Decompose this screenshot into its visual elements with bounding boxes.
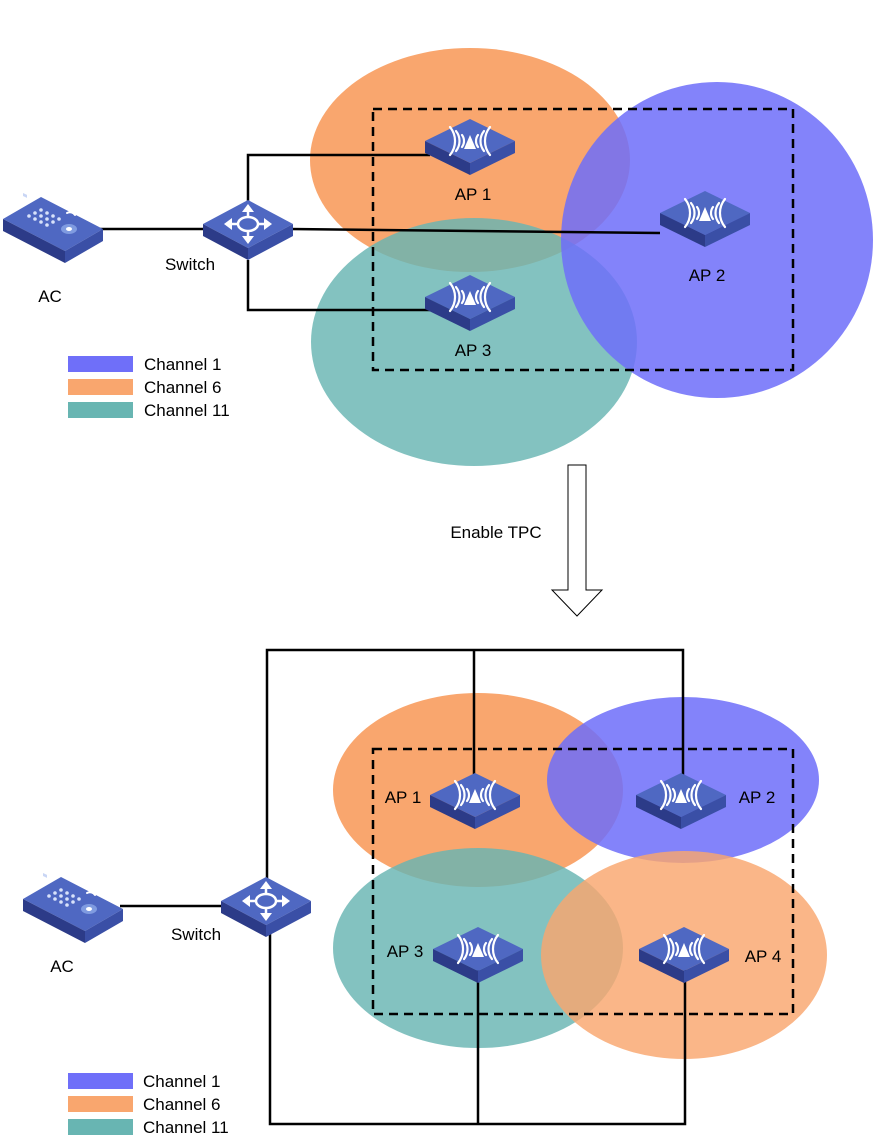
legend-swatch-channel-1	[68, 356, 133, 372]
top-target-area	[371, 107, 795, 372]
top-legend: Channel 1 Channel 6 Channel 11	[68, 355, 230, 420]
bottom-ap4-label: AP 4	[745, 947, 782, 966]
wireless-controller-icon	[2, 192, 104, 264]
bottom-ac: AC	[22, 872, 124, 976]
bottom-ap3-label: AP 3	[387, 942, 424, 961]
top-diagram: AC Switch AP 1 AP 2 AP 3 Channel 1 Chann…	[2, 48, 873, 466]
bottom-switch: Switch	[171, 875, 313, 944]
bottom-ap1-label: AP 1	[385, 788, 422, 807]
down-arrow-icon	[550, 464, 604, 617]
bottom-diagram: AC Switch AP 1 AP 2 AP 3 AP 4 Channel 1	[22, 648, 827, 1137]
legend-label-channel-6: Channel 6	[143, 1095, 221, 1114]
top-ap1-label: AP 1	[455, 185, 492, 204]
bottom-switch-label: Switch	[171, 925, 221, 944]
bottom-ap2-label: AP 2	[739, 788, 776, 807]
transition-label: Enable TPC	[450, 523, 541, 542]
legend-label-channel-11: Channel 11	[144, 401, 230, 420]
top-switch: Switch	[165, 198, 295, 274]
top-ap2: AP 2	[658, 189, 752, 285]
legend-label-channel-1: Channel 1	[143, 1072, 221, 1091]
switch-icon	[201, 198, 295, 262]
legend-swatch-channel-6	[68, 379, 133, 395]
bottom-ap3: AP 3	[387, 925, 525, 985]
top-ap1: AP 1	[423, 117, 517, 204]
bottom-ap1: AP 1	[385, 771, 522, 831]
top-ap3: AP 3	[423, 273, 517, 360]
legend-swatch-channel-1	[68, 1073, 133, 1089]
top-switch-label: Switch	[165, 255, 215, 274]
top-ac-label: AC	[38, 287, 62, 306]
bottom-ac-label: AC	[50, 957, 74, 976]
legend-swatch-channel-11	[68, 1119, 133, 1135]
wireless-controller-icon	[22, 872, 124, 944]
legend-swatch-channel-11	[68, 402, 133, 418]
legend-label-channel-1: Channel 1	[144, 355, 222, 374]
bottom-ap4: AP 4	[637, 925, 782, 985]
top-ap3-label: AP 3	[455, 341, 492, 360]
top-ap2-label: AP 2	[689, 266, 726, 285]
switch-icon	[219, 875, 313, 939]
transition: Enable TPC	[450, 464, 604, 617]
legend-label-channel-11: Channel 11	[143, 1118, 229, 1137]
legend-swatch-channel-6	[68, 1096, 133, 1112]
bottom-ap2: AP 2	[634, 771, 776, 831]
top-ac: AC	[2, 192, 104, 306]
legend-label-channel-6: Channel 6	[144, 378, 222, 397]
bottom-links	[120, 648, 687, 1126]
bottom-target-area	[371, 747, 795, 1016]
top-coverage-ap3	[311, 218, 637, 466]
top-links	[100, 153, 661, 312]
bottom-legend: Channel 1 Channel 6 Channel 11	[68, 1072, 229, 1137]
